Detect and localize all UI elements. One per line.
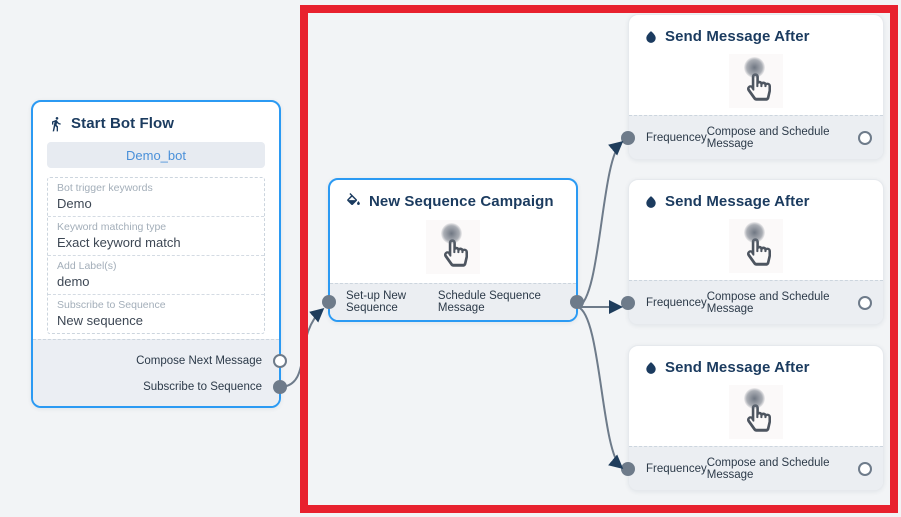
sequence-node-footer: Set-up New Sequence Schedule Sequence Me… <box>322 283 584 320</box>
message-node-footer: Frequencey Compose and Schedule Message <box>621 115 883 159</box>
field-subscribe-to-sequence[interactable]: Subscribe to Sequence New sequence <box>48 294 264 333</box>
start-node-footer: Compose Next Message Subscribe to Sequen… <box>33 339 287 406</box>
tap-ripple <box>744 222 765 243</box>
input-handle-frequency[interactable] <box>621 461 635 476</box>
field-label: Add Label(s) <box>57 260 117 272</box>
field-value: New sequence <box>57 313 143 328</box>
sequence-node-title: New Sequence Campaign <box>369 193 554 210</box>
message-node-header: Send Message After <box>629 180 883 216</box>
footer-label-frequency: Frequencey <box>646 462 707 475</box>
field-label: Bot trigger keywords <box>57 182 153 194</box>
output-handle-compose-schedule[interactable] <box>858 130 872 145</box>
field-add-labels[interactable]: Add Label(s) demo <box>48 255 264 294</box>
output-subscribe-to-sequence: Subscribe to Sequence <box>33 374 287 400</box>
walking-person-icon <box>52 116 61 131</box>
water-drop-icon <box>646 30 656 43</box>
message-node-header: Send Message After <box>629 346 883 382</box>
message-node-title: Send Message After <box>665 28 810 45</box>
input-handle-setup-new-sequence[interactable] <box>322 295 336 309</box>
footer-label-compose-schedule: Compose and Schedule Message <box>706 125 830 150</box>
tap-hand-icon[interactable] <box>729 385 783 439</box>
footer-label-setup-new-sequence: Set-up New Sequence <box>346 290 407 314</box>
output-handle-compose-next-message[interactable] <box>273 354 287 368</box>
message-node-title: Send Message After <box>665 193 810 210</box>
edge-sequence-to-message-3 <box>577 306 624 469</box>
field-bot-trigger-keywords[interactable]: Bot trigger keywords Demo <box>48 178 264 216</box>
tap-ripple <box>744 57 765 78</box>
bot-name-button[interactable]: Demo_bot <box>47 142 265 168</box>
field-value: demo <box>57 274 90 289</box>
start-node-title: Start Bot Flow <box>71 115 175 132</box>
footer-output-group: Compose and Schedule Message <box>707 291 872 315</box>
water-drop-icon <box>646 195 656 208</box>
output-handle-compose-schedule[interactable] <box>858 461 872 476</box>
message-node-footer: Frequencey Compose and Schedule Message <box>621 280 883 324</box>
message-node-body <box>629 51 883 111</box>
output-label: Subscribe to Sequence <box>143 381 262 393</box>
tap-hand-icon[interactable] <box>729 54 783 108</box>
message-node-title: Send Message After <box>665 359 810 376</box>
water-drop-icon <box>646 361 656 374</box>
output-handle-compose-schedule[interactable] <box>858 295 872 310</box>
edge-sequence-to-message-1 <box>577 141 624 308</box>
start-bot-flow-node[interactable]: Start Bot Flow Demo_bot Bot trigger keyw… <box>31 100 287 408</box>
send-message-after-node-3[interactable]: Send Message After Frequencey Compose an… <box>621 345 884 491</box>
output-label: Compose Next Message <box>136 355 262 367</box>
tap-ripple <box>441 223 462 244</box>
input-handle-frequency[interactable] <box>621 295 635 310</box>
sequence-node-header: New Sequence Campaign <box>330 180 576 216</box>
footer-label-frequency: Frequencey <box>646 131 707 144</box>
send-message-after-node-2[interactable]: Send Message After Frequencey Compose an… <box>621 179 884 325</box>
message-node-body <box>629 382 883 442</box>
footer-label-frequency: Frequencey <box>646 296 707 309</box>
start-node-header: Start Bot Flow <box>33 102 279 138</box>
output-handle-schedule-sequence-message[interactable] <box>570 295 584 309</box>
message-node-footer: Frequencey Compose and Schedule Message <box>621 446 883 490</box>
edge-start-to-sequence <box>280 308 325 388</box>
input-handle-frequency[interactable] <box>621 130 635 145</box>
tap-ripple <box>744 388 765 409</box>
new-sequence-campaign-node[interactable]: New Sequence Campaign Set-up New Sequenc… <box>322 178 584 322</box>
field-value: Exact keyword match <box>57 235 181 250</box>
footer-label-schedule-sequence-message: Schedule Sequence Message <box>437 290 541 314</box>
paint-bucket-icon <box>347 193 360 206</box>
field-label: Keyword matching type <box>57 221 167 233</box>
tap-hand-icon[interactable] <box>729 219 783 273</box>
footer-label-compose-schedule: Compose and Schedule Message <box>706 456 830 481</box>
footer-label-compose-schedule: Compose and Schedule Message <box>706 290 830 315</box>
field-value: Demo <box>57 196 92 211</box>
send-message-after-node-1[interactable]: Send Message After Frequencey Compose an… <box>621 14 884 160</box>
sequence-node-body <box>330 216 576 278</box>
start-node-fields: Bot trigger keywords Demo Keyword matchi… <box>47 177 265 334</box>
output-handle-subscribe-to-sequence[interactable] <box>273 380 287 394</box>
tap-hand-icon[interactable] <box>426 220 480 274</box>
output-compose-next-message: Compose Next Message <box>33 348 287 374</box>
message-node-body <box>629 216 883 276</box>
message-node-header: Send Message After <box>629 15 883 51</box>
field-keyword-matching-type[interactable]: Keyword matching type Exact keyword matc… <box>48 216 264 255</box>
field-label: Subscribe to Sequence <box>57 299 166 311</box>
footer-output-group: Compose and Schedule Message <box>707 126 872 150</box>
footer-output-group: Compose and Schedule Message <box>707 457 872 481</box>
